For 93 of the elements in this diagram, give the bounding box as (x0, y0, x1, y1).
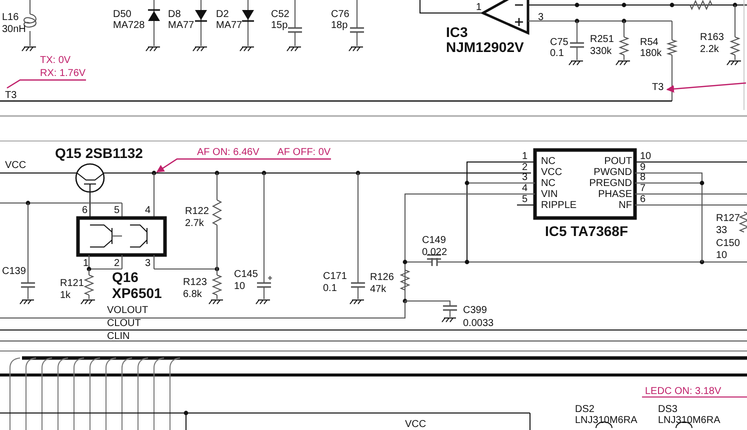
part-label: Q15 2SB1132 (55, 146, 143, 161)
pin-number: 5 (522, 194, 528, 205)
part-label: R54 (640, 37, 658, 48)
pin-number: 4 (522, 183, 528, 194)
value-label: 2.2k (700, 44, 719, 55)
pin-number: 8 (640, 172, 646, 183)
voltage-note: TX: 0V (40, 55, 72, 66)
part-label: C145 (234, 269, 258, 280)
pin-name: PHASE (597, 189, 632, 200)
leader-line (156, 158, 331, 173)
value-label: 15p (271, 20, 288, 31)
net-label: CLOUT (107, 318, 141, 329)
pin-number: 3 (145, 258, 151, 269)
part-label: C75 (550, 37, 568, 48)
part-label: R121 (60, 278, 84, 289)
part-label: C139 (2, 266, 26, 277)
pin-name: VCC (541, 167, 562, 178)
part-label: D50 (113, 9, 132, 20)
value-label: 10 (234, 281, 246, 292)
value-label: 2.7k (185, 218, 204, 229)
pin-number: 4 (145, 205, 151, 216)
leader-line (666, 82, 746, 93)
part-label: DS3 (658, 404, 678, 415)
part-label: R126 (370, 272, 394, 283)
part-label: C52 (271, 9, 290, 20)
value-label: 30nH (2, 24, 26, 35)
leader-line (6, 79, 86, 89)
pin-name: NC (541, 156, 556, 167)
pin-name: NC (541, 178, 556, 189)
pin-number: 5 (114, 205, 120, 216)
value-label: 1k (60, 290, 71, 301)
part-label: NJM12902V (446, 40, 524, 55)
part-label: C149 (422, 235, 446, 246)
pin-number: 7 (640, 183, 646, 194)
value-label: 330k (590, 46, 612, 57)
pin-name: PWGND (592, 167, 632, 178)
pin-name: POUT (603, 156, 632, 167)
value-label: 6.8k (183, 289, 202, 300)
part-label: R127 (716, 213, 740, 224)
pin-name: RIPPLE (541, 200, 577, 211)
part-label: IC3 (446, 25, 468, 40)
pin-number: 1 (83, 258, 89, 269)
net-label: VOLOUT (107, 305, 148, 316)
value-label: LNJ310M6RA (575, 415, 638, 426)
voltage-note: AF OFF: 0V (277, 147, 331, 158)
part-label: R123 (183, 277, 207, 288)
net-label: VCC (5, 160, 26, 171)
value-label: MA728 (113, 20, 145, 31)
value-label: 18p (331, 20, 348, 31)
pin-number: 2 (114, 258, 120, 269)
pin-number: 2 (522, 162, 528, 173)
net-label: CLIN (107, 331, 130, 342)
net-label: VCC (405, 419, 426, 430)
part-label: Q16 (112, 270, 138, 285)
pin-number: 9 (640, 162, 646, 173)
part-label: D8 (168, 9, 181, 20)
voltage-note: LEDC ON: 3.18V (645, 386, 722, 397)
part-label: R122 (185, 206, 209, 217)
value-label: 33 (716, 225, 728, 236)
part-label: R163 (700, 32, 724, 43)
pin-name: PREGND (588, 178, 632, 189)
part-label: C399 (463, 305, 487, 316)
part-label: C150 (716, 238, 740, 249)
value-label: 10 (716, 250, 728, 261)
net-label: T3 (652, 82, 664, 93)
part-label: D2 (216, 9, 229, 20)
value-label: 0.1 (550, 48, 564, 59)
value-label: 0.1 (323, 283, 337, 294)
value-label: 0.022 (422, 247, 448, 258)
part-label: IC5 TA7368F (545, 224, 628, 239)
part-label: L16 (2, 12, 19, 23)
pin-number: 3 (538, 12, 544, 23)
pin-name: VIN (541, 189, 558, 200)
voltage-note: RX: 1.76V (40, 68, 86, 79)
pin-name: NF (618, 200, 632, 211)
part-label: C171 (323, 271, 347, 282)
part-label: R251 (590, 34, 614, 45)
pin-number: 1 (476, 2, 482, 13)
value-label: 47k (370, 284, 386, 295)
part-label: XP6501 (112, 286, 162, 301)
part-label: DS2 (575, 404, 594, 415)
voltage-note: AF ON: 6.46V (197, 147, 260, 158)
pin-number: 6 (640, 194, 646, 205)
value-label: 180k (640, 48, 662, 59)
part-label: C76 (331, 9, 350, 20)
pin-number: 10 (640, 151, 652, 162)
pin-number: 1 (522, 151, 528, 162)
pin-number: 6 (82, 205, 88, 216)
value-label: LNJ310M6RA (658, 415, 720, 426)
net-label: T3 (5, 90, 17, 101)
value-label: MA77 (216, 20, 242, 31)
value-label: 0.0033 (463, 318, 494, 329)
value-label: MA77 (168, 20, 194, 31)
